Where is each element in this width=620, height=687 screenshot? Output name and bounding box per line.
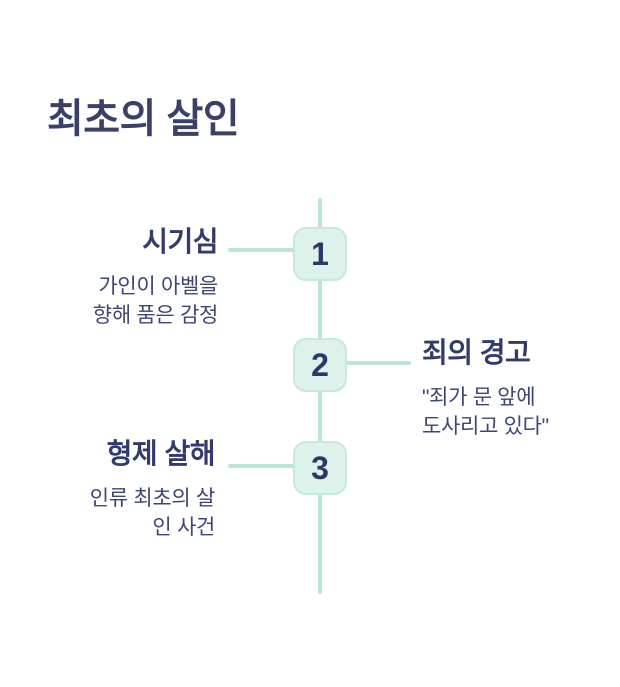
item-description-2: "죄가 문 앞에 도사리고 있다" [422,386,549,438]
item-description-1: 가인이 아벨을 향해 품은 감정 [92,275,219,327]
timeline-item-text-1: 시기심 가인이 아벨을 향해 품은 감정 [18,226,219,330]
timeline-node-badge-3: 3 [293,441,347,495]
item-title-3: 형제 살해 [106,438,216,469]
page-title: 최초의 살인 [47,97,240,141]
connector-line-2 [345,361,411,365]
timeline-item-text-2: 죄의 경고 "죄가 문 앞에 도사리고 있다" [422,338,602,441]
timeline-item-text-3: 형제 살해 인류 최초의 살 인 사건 [18,438,216,542]
timeline-node-badge-1: 1 [293,227,347,281]
node-number-3: 3 [311,450,329,486]
timeline-node-badge-2: 2 [293,338,347,392]
node-number-1: 1 [311,236,329,272]
connector-line-1 [228,248,295,252]
item-title-2: 죄의 경고 [422,337,531,368]
node-number-2: 2 [311,347,329,383]
item-description-3: 인류 최초의 살 인 사건 [89,487,216,539]
connector-line-3 [228,464,295,468]
timeline-vertical-line [318,198,322,594]
item-title-1: 시기심 [142,226,218,257]
